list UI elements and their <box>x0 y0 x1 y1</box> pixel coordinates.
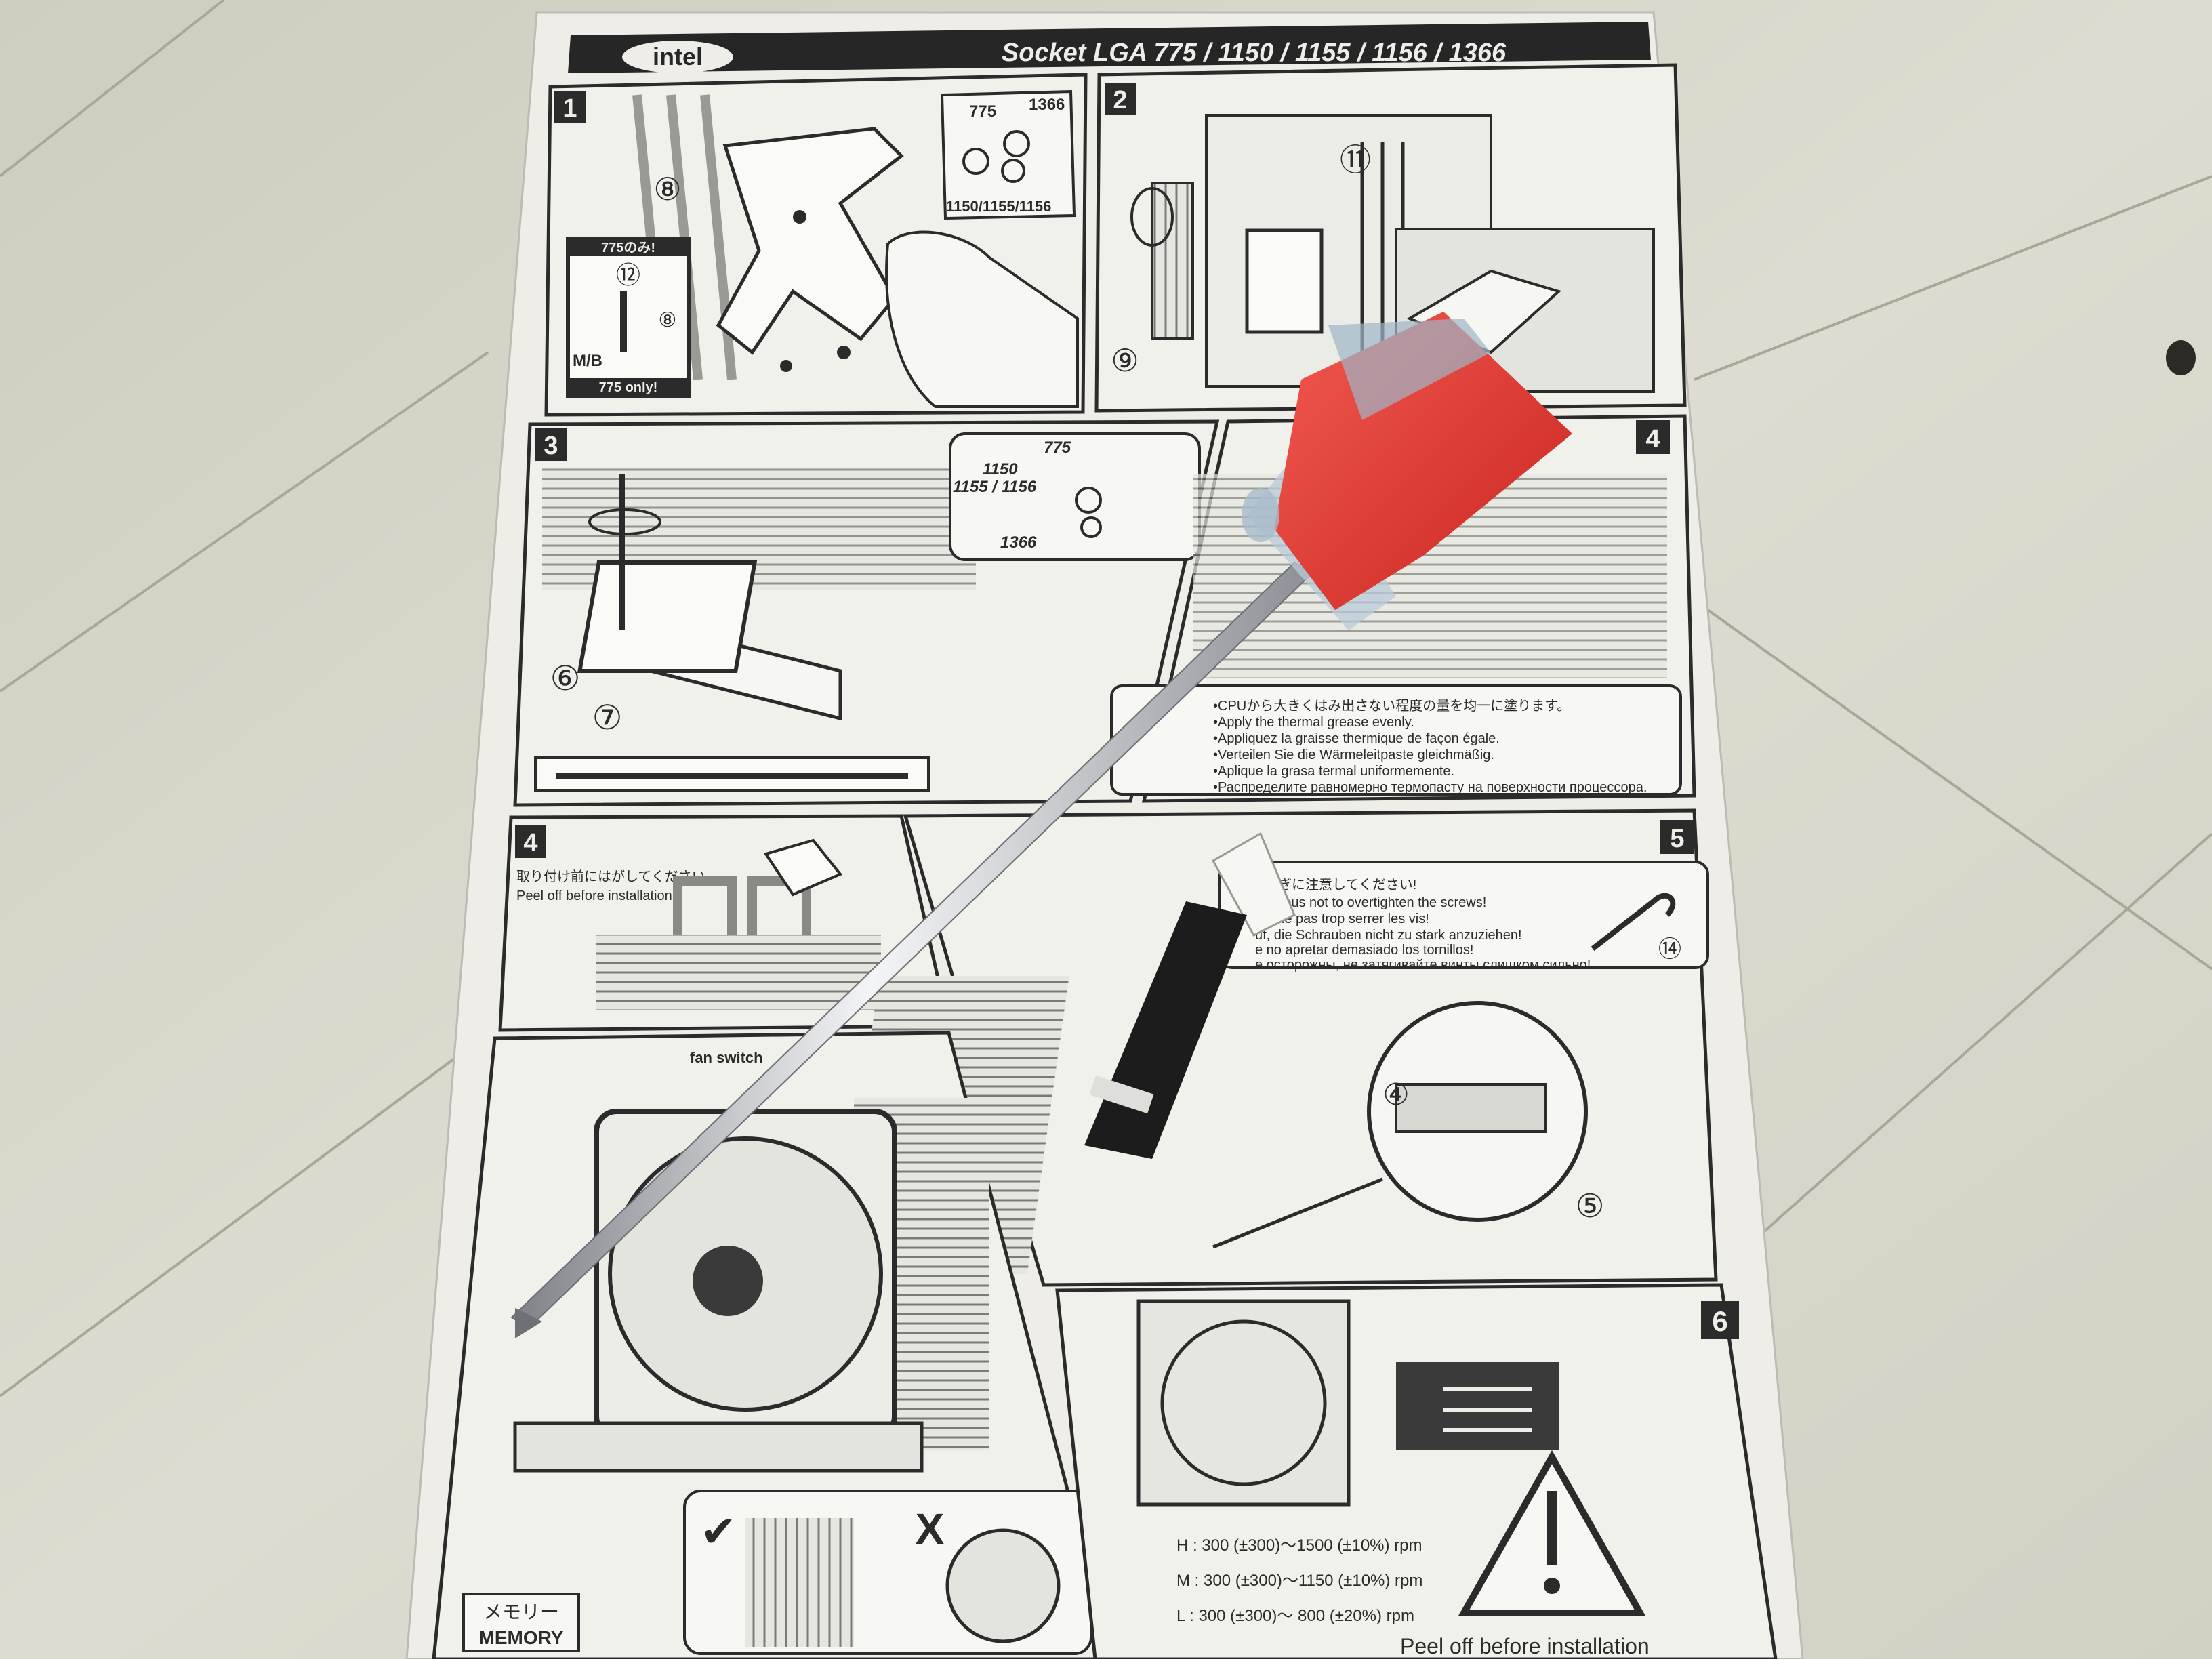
step3-callout-1150: 1150 <box>983 460 1018 478</box>
peel-note-jp: 取り付け前にはがしてください。 <box>516 869 719 884</box>
step1-callout-1366: 1366 <box>1029 96 1065 114</box>
step2-cpu-socket <box>1245 228 1324 334</box>
step3-callout-1155: 1155 / 1156 <box>953 478 1037 496</box>
step5-callout-14: ⑭ <box>1658 937 1681 962</box>
step6-panel: 6 H : 300 (±300)～1500 (±10%) rpm M : 300… <box>1055 1283 1778 1659</box>
step5-callout-5: ⑤ <box>1575 1189 1604 1225</box>
screw-note-jp: すぎに注意してください! <box>1265 877 1416 893</box>
memory-clearance-panel: fan switch メモリー MEMORY ✔ X <box>432 1031 1113 1659</box>
wrench-icon <box>1591 893 1676 951</box>
step3-callout-775: 775 <box>1044 438 1071 457</box>
step3-number: 3 <box>544 432 558 460</box>
step3-panel: 3 ⑥ ⑦ 775 1150 1155 / 1156 1366 <box>513 419 1220 807</box>
step6-fan-diagram <box>1136 1299 1351 1507</box>
step1-inset-mb: M/B <box>573 352 602 370</box>
screw-note-es: e no apretar demasiado los tornillos! <box>1255 943 1473 958</box>
screw-note-ru: е осторожны, не затягивайте винты слишко… <box>1255 958 1591 972</box>
cooler-base-diagram <box>596 935 881 1010</box>
intel-badge <box>622 41 733 73</box>
syringe-plunger <box>1211 832 1296 937</box>
fan-switch-label: fan switch <box>690 1049 763 1066</box>
screw-note-de: uf, die Schrauben nicht zu stark anzuzie… <box>1255 928 1522 943</box>
step4-peel-panel: 4 取り付け前にはがしてください。 Peel off before instal… <box>498 814 951 1032</box>
screwdriver-handle-clear-top <box>1328 319 1491 420</box>
floor-board-seams <box>0 0 2212 1397</box>
step1-callout-8: ⑧ <box>653 171 681 207</box>
grease-note-ru: •Распределите равномерно термопасту на п… <box>1213 780 1647 795</box>
screw-note-en: cautious not to overtighten the screws! <box>1255 895 1486 910</box>
intel-badge-text: intel <box>653 43 703 70</box>
step2-callout-9: ⑨ <box>1111 343 1139 378</box>
fan-hub-logo <box>693 1246 763 1316</box>
step1-inset-note-en: 775 only! <box>599 380 658 395</box>
thermal-paste-syringe <box>1084 832 1296 1159</box>
step1-callout-1150: 1150/1155/1156 <box>946 198 1051 215</box>
rpm-spec-low: L : 300 (±300)～ 800 (±20%) rpm <box>1176 1607 1414 1625</box>
grease-note-en: •Apply the thermal grease evenly. <box>1213 715 1414 730</box>
step6-number: 6 <box>1712 1305 1727 1337</box>
memory-module <box>513 1421 924 1473</box>
memory-label-jp: メモリー <box>483 1601 559 1622</box>
floor-stain <box>2166 340 2196 375</box>
step1-inset-callout-8: ⑧ <box>659 309 677 331</box>
step3-callout-box <box>949 432 1201 561</box>
peel-note-en: Peel off before installation <box>516 888 672 903</box>
step3-cpu-diagram <box>577 560 758 673</box>
memory-label-en: MEMORY <box>479 1627 564 1648</box>
syringe-band <box>1089 1075 1154 1114</box>
step3-callout-7: ⑦ <box>592 699 623 737</box>
socket-header-title: Socket LGA 775 / 1150 / 1155 / 1156 / 13… <box>1002 39 1507 67</box>
peel-bottom-note: Peel off before installation <box>1400 1634 1650 1658</box>
instruction-manual: intel Socket LGA 775 / 1150 / 1155 / 115… <box>405 11 1804 1659</box>
wrong-x-icon: X <box>916 1504 945 1553</box>
screw-note-fr: s à ne pas trop serrer les vis! <box>1255 912 1429 926</box>
step1-callout-775: 775 <box>969 102 996 121</box>
step1-inset-callout-12: ⑫ <box>616 261 640 289</box>
memory-label-box <box>462 1593 580 1652</box>
step2-callout-11: ⑪ <box>1340 142 1371 178</box>
screwdriver <box>510 312 1572 1338</box>
step1-panel: 1 ⑧ 775 1366 1150/1155/1156 <box>544 73 1088 417</box>
step5-callout-4: ④ <box>1382 1078 1409 1111</box>
grease-note-fr: •Appliquez la graisse thermique de façon… <box>1213 731 1500 746</box>
hand-diagram <box>885 230 1079 408</box>
rpm-spec-medium: M : 300 (±300)～1150 (±10%) rpm <box>1176 1572 1422 1590</box>
step5-number: 5 <box>1670 825 1684 853</box>
step4-number-mid: 4 <box>523 829 537 857</box>
grease-note-de: •Verteilen Sie die Wärmeleitpaste gleich… <box>1213 747 1494 762</box>
manual-header-band <box>568 22 1651 73</box>
step1-number: 1 <box>562 94 577 123</box>
step3-callout-6: ⑥ <box>550 659 581 697</box>
step2-number: 2 <box>1113 86 1127 115</box>
rpm-spec-high: H : 300 (±300)～1500 (±10%) rpm <box>1176 1536 1422 1555</box>
step4-number-top: 4 <box>1645 425 1660 453</box>
correct-check-icon: ✔ <box>700 1507 737 1556</box>
screwdriver-handle-red <box>1274 312 1572 610</box>
grease-note-es: •Aplique la grasa termal uniformemente. <box>1213 764 1454 779</box>
grease-note-jp: •CPUから大きくはみ出さない程度の量を均一に塗ります。 <box>1213 698 1570 714</box>
fan-switch-closeup <box>1396 1362 1559 1450</box>
step1-inset-note-jp: 775のみ! <box>601 241 655 255</box>
backplate-diagram <box>716 127 904 355</box>
step3-callout-1366: 1366 <box>1000 533 1037 552</box>
screwdriver-tip <box>515 1308 542 1338</box>
